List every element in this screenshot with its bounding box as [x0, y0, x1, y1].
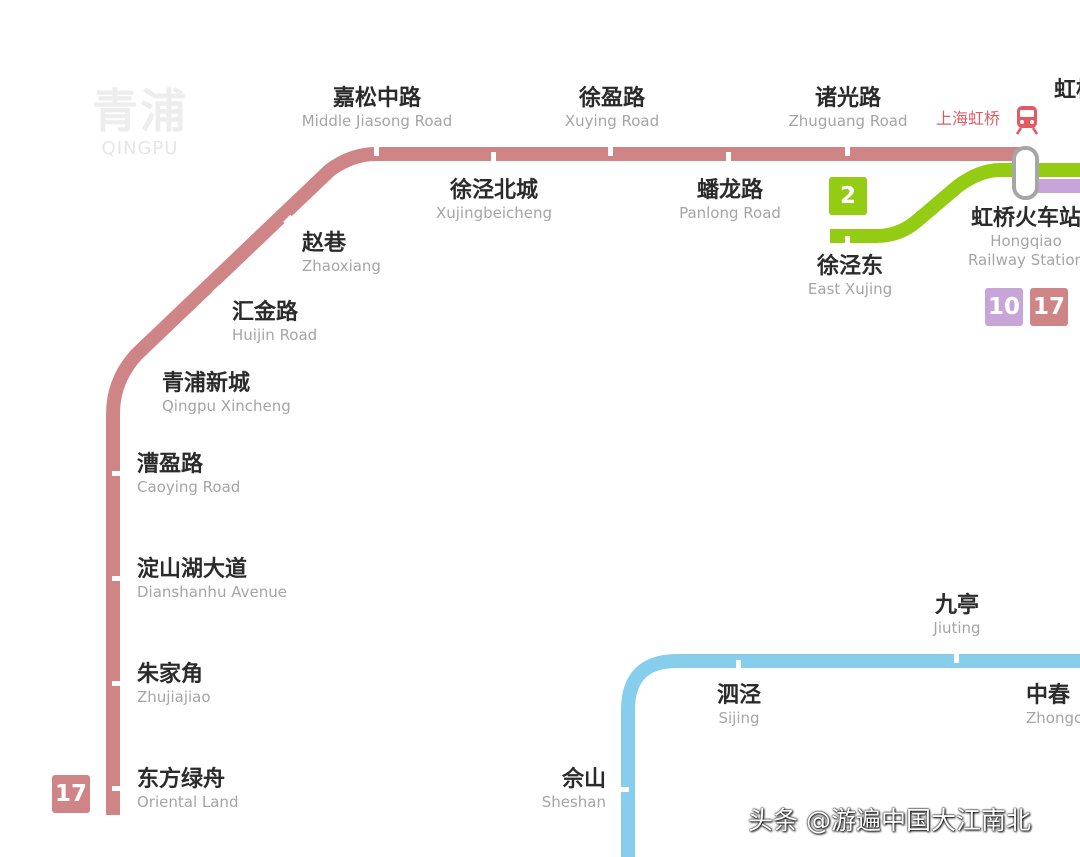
station-zhujiajiao[interactable]: 朱家角 Zhujiajiao: [137, 662, 211, 707]
station-huijin-road[interactable]: 汇金路 Huijin Road: [232, 300, 317, 345]
station-zhuguang-road[interactable]: 诸光路 Zhuguang Road: [789, 86, 908, 131]
district-name: 青浦: [92, 84, 188, 138]
station-name: 佘山: [561, 767, 606, 792]
station-name-en: Zhongchun: [1026, 709, 1080, 727]
line-17-badge-hongqiao[interactable]: 17: [1030, 288, 1068, 326]
line-17-track: [106, 147, 1020, 815]
station-name: 蟠龙路: [696, 178, 764, 203]
station-caoying-road[interactable]: 漕盈路 Caoying Road: [137, 452, 240, 497]
station-hongqiao-railway-station[interactable]: 虹桥火车站 Hongqiao Railway Station: [968, 206, 1080, 270]
station-name-en: Sijing: [718, 709, 760, 727]
station-name: 漕盈路: [137, 452, 204, 477]
station-name: 中春: [1026, 683, 1071, 708]
station-name-en: Xujingbeicheng: [435, 204, 553, 222]
line-17-ticks: [112, 147, 850, 791]
station-name-en: East Xujing: [807, 280, 893, 298]
station-xujingbeicheng[interactable]: 徐泾北城 Xujingbeicheng: [436, 178, 552, 223]
station-name: 虹桥火车站: [970, 206, 1080, 231]
station-xuying-road[interactable]: 徐盈路 Xuying Road: [565, 86, 659, 131]
station-hongqiao-cut[interactable]: 虹桥: [1054, 78, 1080, 104]
station-name: 汇金路: [232, 300, 299, 325]
station-sheshan[interactable]: 佘山 Sheshan: [542, 767, 606, 812]
station-name-en: Qingpu Xincheng: [162, 397, 291, 415]
station-name: 徐盈路: [578, 86, 646, 111]
station-name-en: Hongqiao: [990, 232, 1062, 250]
station-qingpu-xincheng[interactable]: 青浦新城 Qingpu Xincheng: [162, 371, 291, 416]
interchange-marker: [1012, 146, 1039, 200]
blue-line-track: [621, 654, 1080, 857]
station-name: 九亭: [934, 593, 979, 618]
station-name-en: Dianshanhu Avenue: [137, 583, 287, 601]
station-name-en: Panlong Road: [679, 204, 781, 222]
station-name: 虹桥: [1054, 78, 1080, 103]
station-panlong-road[interactable]: 蟠龙路 Panlong Road: [679, 178, 781, 223]
station-name: 徐泾北城: [449, 178, 539, 203]
rail-station-name: 上海虹桥: [936, 109, 1001, 128]
watermark: 头条 @游遍中国大江南北: [748, 806, 1031, 835]
station-name: 淀山湖大道: [137, 557, 248, 582]
station-dianshanhu-avenue[interactable]: 淀山湖大道 Dianshanhu Avenue: [137, 557, 287, 602]
station-zhongchun-cut[interactable]: 中春 Zhongchun: [1026, 683, 1080, 728]
station-name: 青浦新城: [162, 371, 251, 396]
station-name-en: Caoying Road: [137, 478, 241, 496]
station-name: 嘉松中路: [332, 86, 421, 111]
station-name-en: Huijin Road: [232, 326, 318, 344]
station-zhaoxiang[interactable]: 赵巷 Zhaoxiang: [302, 231, 381, 276]
district-label-qingpu: 青浦 QINGPU: [92, 84, 188, 160]
station-jiuting[interactable]: 九亭 Jiuting: [933, 593, 980, 638]
district-name-en: QINGPU: [101, 138, 179, 159]
station-name: 赵巷: [302, 231, 347, 256]
line-2-track: [830, 163, 1080, 243]
station-oriental-land[interactable]: 东方绿舟 Oriental Land: [137, 767, 238, 812]
station-name-en: Zhujiajiao: [137, 688, 211, 706]
station-name-en: Zhaoxiang: [302, 257, 381, 275]
station-name: 朱家角: [137, 662, 204, 687]
rail-station-label: 上海虹桥: [936, 106, 1000, 132]
line-2-tick: [845, 236, 850, 243]
station-name-en: Jiuting: [933, 619, 981, 637]
station-name: 泗泾: [716, 683, 762, 708]
station-sijing[interactable]: 泗泾 Sijing: [717, 683, 761, 728]
line-17-badge[interactable]: 17: [52, 775, 90, 813]
line-2-badge[interactable]: 2: [829, 177, 867, 215]
station-name-en-line2: Railway Station: [967, 251, 1080, 269]
blue-line-ticks: [620, 654, 959, 792]
station-name: 东方绿舟: [137, 767, 226, 792]
station-name-en: Sheshan: [541, 793, 606, 811]
station-name: 诸光路: [814, 86, 882, 111]
station-middle-jiasong-road[interactable]: 嘉松中路 Middle Jiasong Road: [302, 86, 453, 131]
station-name-en: Oriental Land: [137, 793, 239, 811]
station-name-en: Middle Jiasong Road: [301, 112, 453, 130]
station-name: 徐泾东: [816, 254, 883, 279]
station-name-en: Zhuguang Road: [788, 112, 908, 130]
train-icon: [1015, 105, 1039, 139]
line-10-badge[interactable]: 10: [985, 288, 1023, 326]
station-east-xujing[interactable]: 徐泾东 East Xujing: [808, 254, 892, 299]
station-name-en: Xuying Road: [564, 112, 660, 130]
